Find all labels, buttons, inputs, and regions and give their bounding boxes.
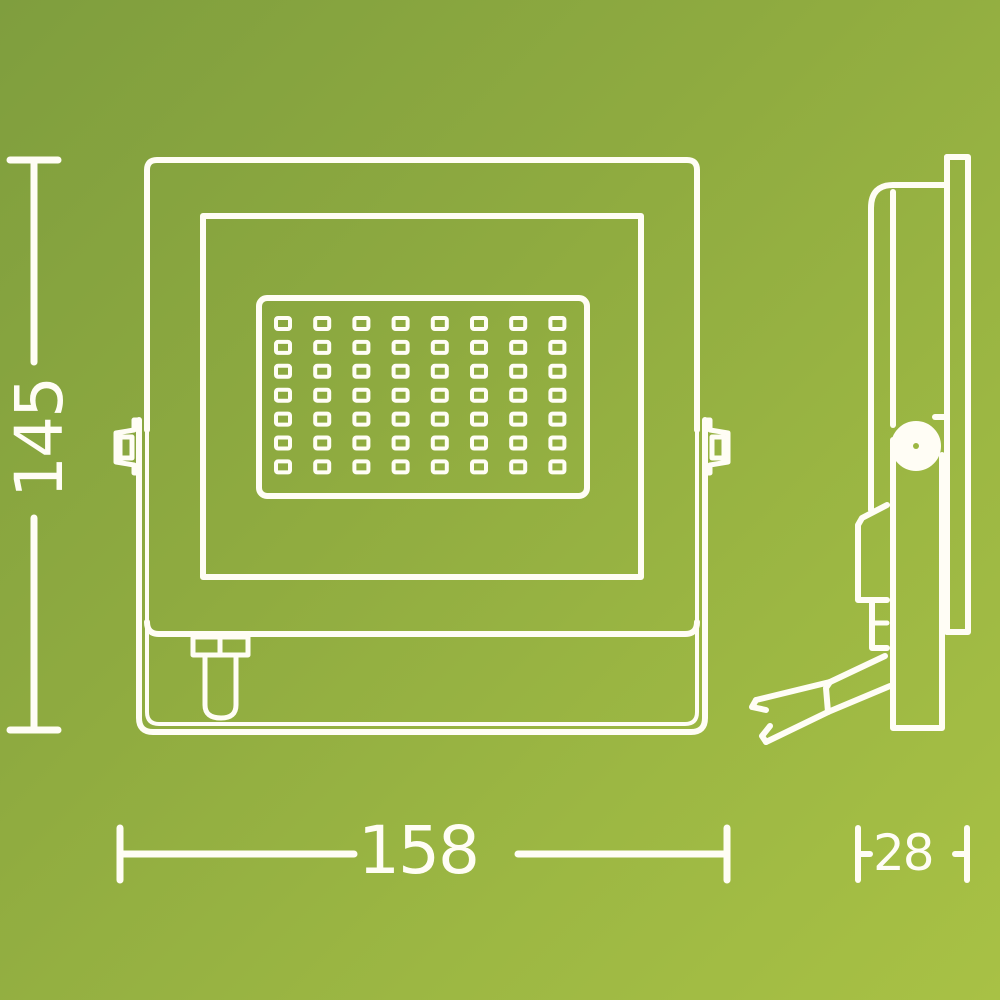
led-chip bbox=[313, 316, 332, 331]
side-glass-plate bbox=[944, 154, 971, 635]
led-grid bbox=[274, 316, 567, 475]
power-cable bbox=[749, 653, 893, 745]
led-chip bbox=[470, 435, 488, 451]
led-chip bbox=[509, 459, 528, 475]
led-chip bbox=[509, 387, 528, 403]
led-chip bbox=[509, 435, 528, 451]
led-chip bbox=[391, 363, 410, 379]
led-chip bbox=[352, 459, 371, 475]
led-chip bbox=[391, 459, 410, 475]
height-dimension-label: 145 bbox=[1, 378, 78, 498]
led-chip bbox=[313, 411, 332, 427]
led-chip bbox=[509, 316, 528, 331]
lens-frame bbox=[200, 213, 644, 580]
panel-bottom-edge bbox=[144, 619, 700, 637]
left-mount-bracket bbox=[113, 417, 141, 476]
led-chip bbox=[470, 459, 488, 475]
led-chip bbox=[274, 387, 292, 403]
led-chip bbox=[430, 316, 449, 331]
led-chip bbox=[548, 339, 567, 355]
right-mount-bracket bbox=[703, 417, 731, 476]
led-chip bbox=[352, 363, 371, 379]
led-chip bbox=[274, 459, 292, 475]
led-chip bbox=[430, 411, 449, 427]
housing-outline bbox=[144, 157, 700, 433]
led-chip bbox=[548, 363, 567, 379]
led-chip bbox=[548, 316, 567, 331]
led-chip bbox=[548, 387, 567, 403]
led-chip bbox=[548, 459, 567, 475]
led-chip bbox=[470, 316, 488, 331]
led-chip bbox=[509, 339, 528, 355]
led-chip bbox=[548, 411, 567, 427]
width-dimension-line bbox=[116, 824, 731, 884]
led-chip bbox=[274, 435, 292, 451]
led-chip bbox=[274, 411, 292, 427]
led-chip bbox=[274, 363, 292, 379]
led-chip bbox=[313, 387, 332, 403]
led-chip bbox=[352, 435, 371, 451]
side-gland bbox=[869, 597, 890, 651]
led-chip bbox=[430, 339, 449, 355]
depth-dimension-label: 28 bbox=[873, 824, 935, 882]
led-chip bbox=[391, 339, 410, 355]
front-view bbox=[113, 157, 731, 735]
led-chip bbox=[509, 411, 528, 427]
cable-gland bbox=[190, 634, 251, 721]
led-chip bbox=[430, 387, 449, 403]
led-chip bbox=[470, 339, 488, 355]
depth-dimension-line bbox=[855, 825, 970, 883]
led-chip bbox=[548, 435, 567, 451]
led-chip bbox=[470, 387, 488, 403]
led-chip bbox=[430, 435, 449, 451]
frame-outer bbox=[136, 417, 708, 735]
led-chip bbox=[391, 411, 410, 427]
led-chip bbox=[391, 435, 410, 451]
width-dimension-label: 158 bbox=[358, 812, 480, 889]
height-dimension-line bbox=[6, 156, 62, 734]
led-board bbox=[256, 295, 590, 499]
side-driver-box bbox=[855, 502, 890, 603]
led-chip bbox=[430, 459, 449, 475]
led-chip bbox=[274, 316, 292, 331]
side-housing bbox=[868, 182, 950, 513]
led-chip bbox=[313, 435, 332, 451]
led-chip bbox=[352, 316, 371, 331]
led-chip bbox=[352, 339, 371, 355]
led-chip bbox=[391, 316, 410, 331]
led-chip bbox=[470, 363, 488, 379]
led-chip bbox=[430, 363, 449, 379]
led-chip bbox=[274, 339, 292, 355]
side-view bbox=[749, 154, 971, 745]
led-chip bbox=[470, 411, 488, 427]
led-chip bbox=[352, 411, 371, 427]
led-chip bbox=[391, 387, 410, 403]
side-bracket-arm bbox=[890, 437, 945, 731]
led-chip bbox=[313, 339, 332, 355]
led-chip bbox=[509, 363, 528, 379]
led-chip bbox=[313, 363, 332, 379]
frame-inner bbox=[145, 428, 699, 726]
led-chip bbox=[352, 387, 371, 403]
led-chip bbox=[313, 459, 332, 475]
